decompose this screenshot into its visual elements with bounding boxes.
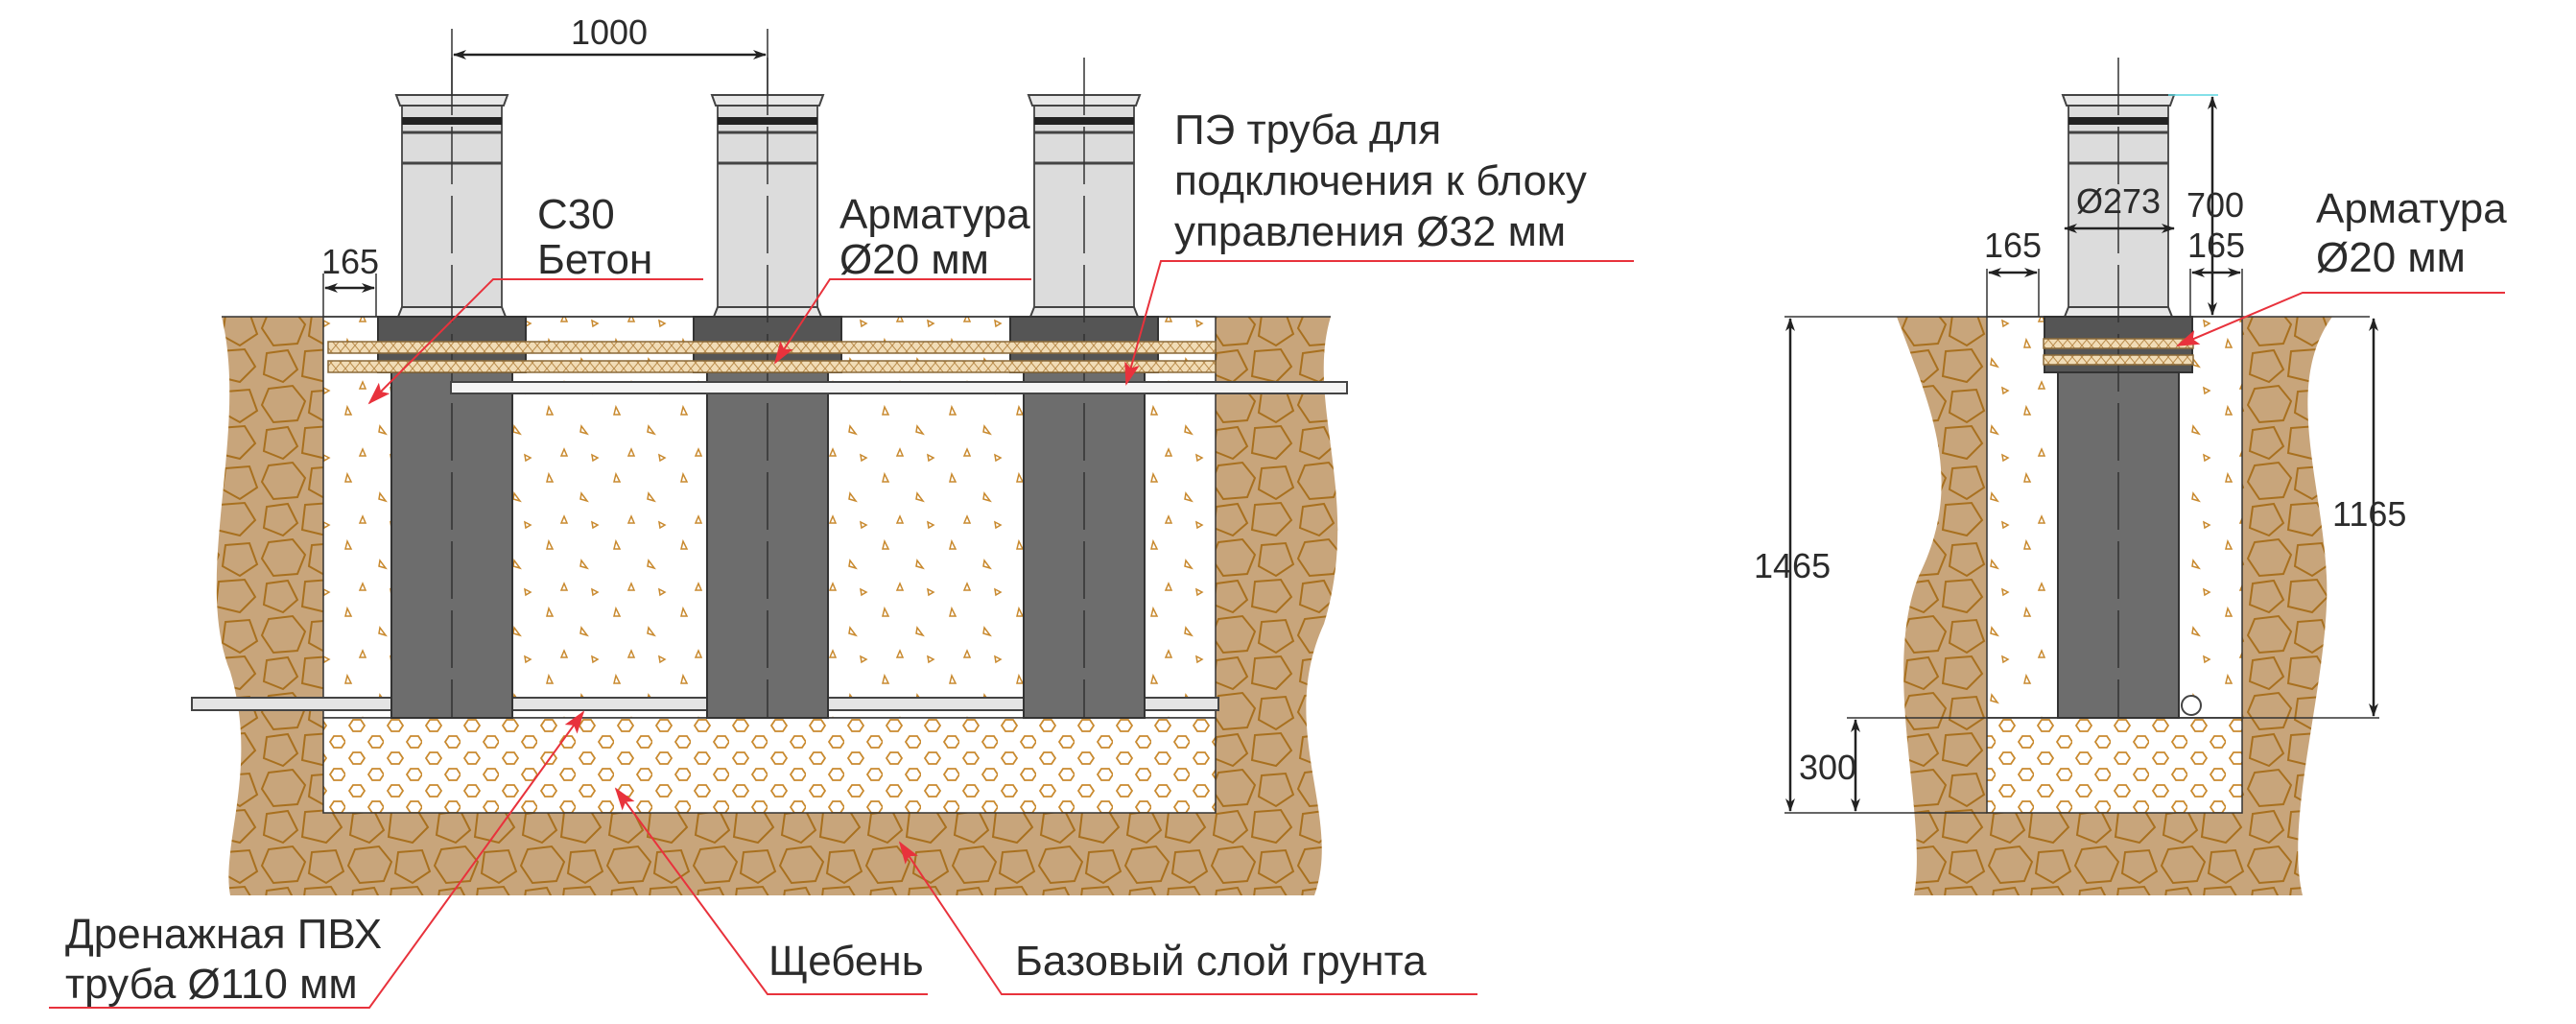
drain-leader [49, 710, 585, 1009]
dim-gravel-label: 300 [1799, 748, 1856, 787]
dim-column-depth-label: 1165 [2332, 494, 2406, 534]
side-bollard [2043, 56, 2194, 720]
side-rebar-label-line1: Арматура [2316, 185, 2507, 232]
dim-spacing-label: 1000 [571, 12, 648, 52]
concrete-label-line1: С30 [537, 191, 615, 238]
rebar-bar-upper [327, 341, 1217, 354]
concrete-label-line2: Бетон [537, 236, 652, 283]
side-rebar-leader [2176, 292, 2505, 346]
side-rebar-lower [2043, 354, 2194, 366]
pe-pipe-label-line3: управления Ø32 мм [1174, 208, 1566, 255]
side-view: 1465 300 1165 700 Ø273 165 165 Арматура … [1754, 56, 2507, 895]
dim-diameter-label: Ø273 [2076, 181, 2161, 221]
base-soil-label: Базовый слой грунта [1015, 938, 1427, 985]
concrete-leader [367, 278, 703, 405]
gravel-leader [614, 787, 928, 995]
rebar-label-line2: Ø20 мм [839, 236, 989, 283]
pe-pipe-label-line1: ПЭ труба для [1174, 107, 1441, 154]
pe-pipe [450, 381, 1348, 394]
pe-pipe-label-line2: подключения к блоку [1174, 157, 1587, 204]
rebar-bar-lower [327, 360, 1217, 373]
side-rebar-upper [2043, 338, 2194, 349]
dim-total-depth-label: 1465 [1754, 546, 1831, 585]
rebar-leader [773, 278, 1031, 365]
base-soil-leader [898, 841, 1477, 995]
drain-label-line2: труба Ø110 мм [65, 961, 358, 1008]
side-rebar-label-line2: Ø20 мм [2316, 234, 2466, 281]
dim-left-offset-label: 165 [1984, 226, 2042, 265]
dim-offset-label: 165 [321, 242, 379, 281]
side-drain-pipe-end [2181, 695, 2202, 716]
front-view: 1000 165 С30 Бетон Арматура Ø20 мм ПЭ тр… [49, 12, 1634, 1009]
dim-right-offset-label: 165 [2187, 226, 2245, 265]
gravel-layer [322, 717, 1217, 814]
pe-pipe-leader [1124, 260, 1634, 386]
rebar-label-line1: Арматура [839, 191, 1030, 238]
drain-label-line1: Дренажная ПВХ [65, 911, 382, 958]
side-gravel-layer [1986, 717, 2243, 814]
gravel-label: Щебень [768, 938, 924, 985]
dim-above-ground-label: 700 [2186, 185, 2244, 225]
